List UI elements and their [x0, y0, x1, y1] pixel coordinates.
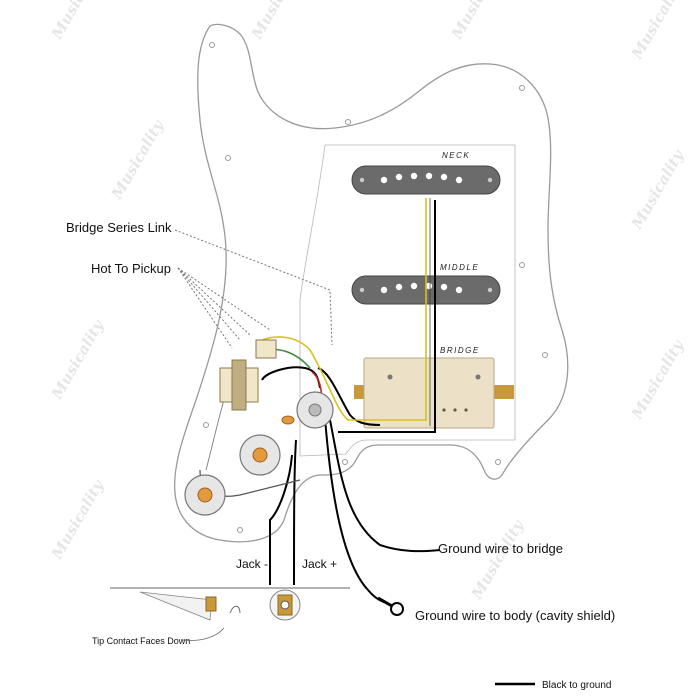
screw-hole-3: [519, 85, 525, 91]
watermark-2: Musicality: [247, 0, 308, 43]
switch-lever: [231, 359, 247, 411]
jack-side-plate: [139, 591, 213, 621]
pot-volume-shaft: [308, 403, 322, 417]
output-jack-section: [110, 587, 350, 641]
neck-pickup-poles: [380, 172, 463, 184]
wire-jack-minus: [269, 454, 293, 585]
watermark-6: Musicality: [627, 146, 688, 233]
screw-hole-5: [519, 262, 525, 268]
screw-hole-1: [209, 42, 215, 48]
neck-pickup-screw-left: [359, 177, 365, 183]
label-bridge-series-link: Bridge Series Link: [66, 220, 172, 235]
bridge-pickup-cover: [363, 357, 495, 429]
label-hot-to-pickup: Hot To Pickup: [91, 261, 171, 276]
wire-yellow: [261, 198, 427, 421]
label-tip-contact: Tip Contact Faces Down: [92, 636, 190, 646]
ground-lug-stem: [377, 596, 393, 608]
watermark-5: Musicality: [107, 116, 168, 203]
tip-contact-leader: [181, 627, 225, 641]
switch-terminals: [255, 339, 277, 359]
screw-hole-4: [225, 155, 231, 161]
watermark-4: Musicality: [627, 0, 688, 63]
bridge-pickup: BRIDGE: [354, 346, 514, 429]
middle-pickup-screw-left: [359, 287, 365, 293]
wires-black: [261, 200, 441, 603]
leader-hot-1: [177, 267, 271, 331]
capacitor: [281, 415, 295, 425]
watermark-3: Musicality: [447, 0, 508, 43]
watermark-7: Musicality: [47, 316, 108, 403]
screw-hole-9: [237, 527, 243, 533]
pickup-switch: [219, 339, 277, 411]
legend: Black to ground: [495, 680, 612, 691]
label-ground-to-bridge: Ground wire to bridge: [438, 541, 563, 556]
bridge-pickup-label: BRIDGE: [440, 346, 480, 355]
watermark-8: Musicality: [627, 336, 688, 423]
jack-side-connector: [205, 596, 217, 612]
label-ground-to-body: Ground wire to body (cavity shield): [415, 608, 615, 623]
pot-volume: [296, 391, 334, 429]
neck-pickup-label: NECK: [442, 151, 470, 160]
ground-lug: [377, 596, 404, 616]
screw-hole-2: [345, 119, 351, 125]
leader-hot-2: [177, 267, 251, 336]
screw-hole-6: [542, 352, 548, 358]
ground-wire-bridge: [329, 419, 441, 553]
pot-tone-2: [184, 474, 226, 516]
screw-hole-8: [495, 459, 501, 465]
leader-hot-4: [177, 267, 233, 349]
middle-pickup-screw-right: [487, 287, 493, 293]
wire-jack-plus: [293, 439, 297, 586]
neck-pickup-body: [351, 165, 501, 195]
middle-pickup-poles: [380, 282, 463, 294]
label-jack-minus: Jack -: [236, 557, 268, 571]
neck-pickup: NECK: [351, 151, 501, 195]
pickup-plate-outline: [299, 144, 516, 457]
watermark-9: Musicality: [47, 476, 108, 563]
label-jack-plus: Jack +: [302, 557, 337, 571]
neck-pickup-screw-right: [487, 177, 493, 183]
middle-pickup-label: MIDDLE: [440, 263, 479, 272]
pot-tone-1: [239, 434, 281, 476]
screw-hole-10: [342, 459, 348, 465]
legend-black-to-ground: Black to ground: [542, 680, 612, 691]
wire-black-neck: [338, 200, 436, 433]
screw-hole-7: [203, 422, 209, 428]
wire-black-humbucker: [317, 367, 381, 426]
leader-lines: [174, 229, 333, 349]
bridge-pickup-poles: [442, 408, 468, 412]
ground-wire-body: [324, 417, 385, 603]
bridge-pickup-screw-1: [387, 374, 393, 380]
jack-tip-arrow: [229, 605, 241, 614]
jack-hole: [280, 600, 290, 610]
pot-tone-1-cap: [252, 447, 268, 463]
watermark-10: Musicality: [467, 516, 528, 603]
bridge-pickup-screw-2: [475, 374, 481, 380]
watermark-1: Musicality: [47, 0, 108, 43]
pot-tone-2-cap: [197, 487, 213, 503]
screw-holes: [203, 42, 548, 533]
ground-lug-ring: [390, 602, 404, 616]
